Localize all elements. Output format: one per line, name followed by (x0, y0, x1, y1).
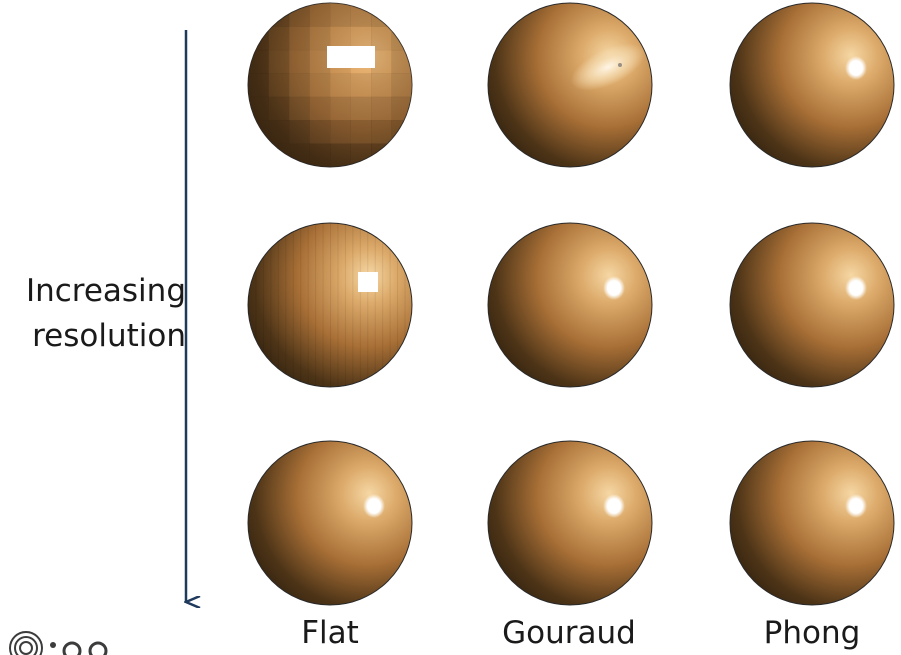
spiral-logo-icon (9, 631, 108, 655)
sphere-phong-medium (729, 222, 895, 388)
sphere-phong-fine (729, 440, 895, 606)
sphere-gouraud-coarse (487, 2, 653, 168)
sphere-gouraud-medium (487, 222, 653, 388)
sphere-flat-medium (247, 222, 413, 388)
sphere-flat-fine (247, 440, 413, 606)
sphere-phong-coarse (729, 2, 895, 168)
sphere-gouraud-fine (487, 440, 653, 606)
column-label-flat: Flat (301, 615, 359, 651)
column-label-phong: Phong (763, 615, 861, 651)
row-axis-label-line2: resolution (32, 318, 186, 354)
specular-highlight (327, 46, 375, 68)
specular-highlight (570, 43, 646, 91)
specular-highlight (358, 272, 378, 292)
column-label-gouraud: Gouraud (502, 615, 636, 651)
row-axis-label-line1: Increasing (25, 273, 186, 309)
sphere-grid (247, 2, 895, 606)
sphere-flat-coarse (247, 2, 413, 168)
